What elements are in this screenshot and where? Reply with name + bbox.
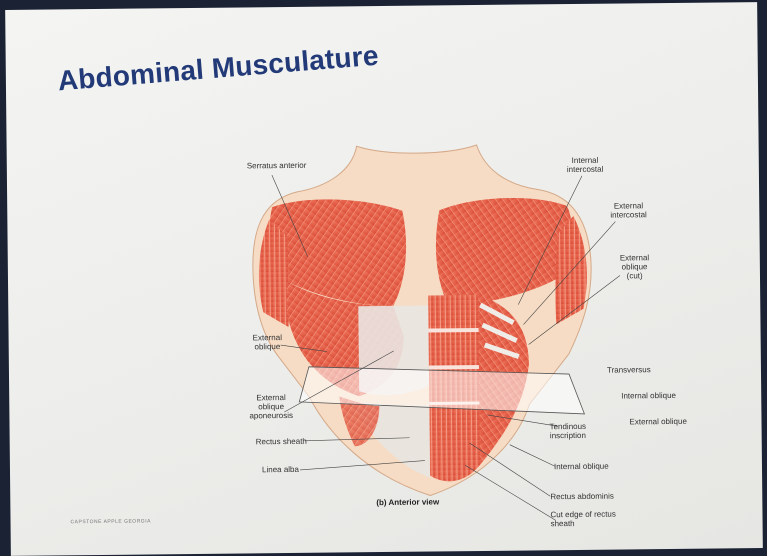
figure-caption: (b) Anterior view <box>376 497 439 507</box>
label-cut-edge-rectus-sheath: Cut edge of rectus sheath <box>550 510 616 529</box>
slide-footer: CAPSTONE APPLE GEORGIA <box>70 518 150 525</box>
label-transversus: Transversus <box>607 365 651 374</box>
label-external-intercostal: External intercostal <box>610 201 647 219</box>
label-internal-intercostal: Internal intercostal <box>567 156 604 174</box>
label-linea-alba: Linea alba <box>262 465 299 474</box>
label-external-oblique-right: External oblique <box>629 417 686 427</box>
label-tendinous-inscription: Tendinous inscription <box>550 422 587 440</box>
label-rectus-sheath: Rectus sheath <box>256 437 307 447</box>
label-internal-oblique-lower: Internal oblique <box>554 462 609 472</box>
label-rectus-abdominis: Rectus abdominis <box>550 492 614 502</box>
label-internal-oblique-right: Internal oblique <box>621 391 676 401</box>
tendinous-inscription-2 <box>429 367 484 368</box>
tendinous-inscription-1 <box>429 330 481 331</box>
label-serratus-anterior: Serratus anterior <box>247 161 307 171</box>
label-external-oblique-aponeurosis: External oblique aponeurosis <box>249 393 293 420</box>
label-external-oblique-left: External oblique <box>253 333 283 351</box>
slide: Abdominal Musculature <box>5 2 763 556</box>
label-external-oblique-cut: External oblique (cut) <box>620 253 650 280</box>
